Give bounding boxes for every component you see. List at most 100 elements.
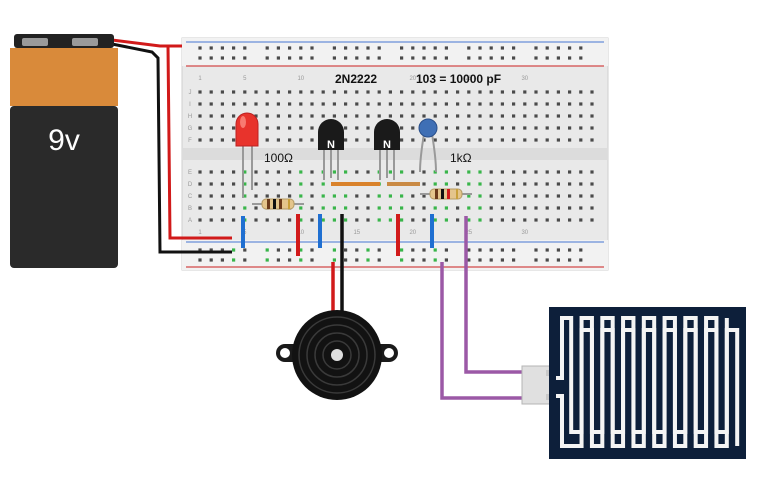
breadboard-hole (310, 248, 314, 252)
breadboard-hole (411, 138, 415, 142)
breadboard-hole (512, 170, 516, 174)
breadboard-hole (556, 218, 560, 222)
battery-wires (111, 38, 232, 254)
breadboard-hole (478, 90, 482, 94)
breadboard-hole (209, 194, 213, 198)
breadboard-hole (299, 114, 303, 118)
breadboard-hole (478, 258, 482, 262)
breadboard-hole (523, 182, 527, 186)
breadboard-hole (288, 102, 292, 106)
breadboard-hole (500, 126, 504, 130)
breadboard-hole (556, 258, 560, 262)
breadboard-hole (478, 114, 482, 118)
breadboard-hole (299, 102, 303, 106)
breadboard-hole (400, 114, 404, 118)
breadboard-hole (400, 102, 404, 106)
breadboard-hole (467, 248, 471, 252)
breadboard-hole (400, 46, 404, 50)
breadboard-hole (411, 90, 415, 94)
breadboard-hole (534, 46, 538, 50)
breadboard-hole (388, 114, 392, 118)
column-number: 10 (297, 76, 304, 82)
breadboard-hole (310, 182, 314, 186)
breadboard-hole (276, 248, 280, 252)
breadboard-hole (534, 218, 538, 222)
breadboard-hole (220, 194, 224, 198)
breadboard-hole (344, 138, 348, 142)
resistor-100-ohm (252, 198, 304, 210)
breadboard-hole (355, 90, 359, 94)
row-letter: D (188, 182, 193, 188)
breadboard-hole (523, 170, 527, 174)
breadboard-hole (512, 114, 516, 118)
breadboard-hole (478, 102, 482, 106)
breadboard-hole (545, 46, 549, 50)
breadboard-hole (299, 218, 303, 222)
breadboard-hole (344, 56, 348, 60)
breadboard-hole (500, 248, 504, 252)
breadboard-hole (299, 126, 303, 130)
breadboard-hole (489, 90, 493, 94)
breadboard-hole (579, 114, 583, 118)
breadboard-hole (198, 126, 202, 130)
breadboard-hole (478, 206, 482, 210)
breadboard-hole (355, 56, 359, 60)
breadboard-hole (388, 90, 392, 94)
breadboard-hole (534, 206, 538, 210)
breadboard-hole (288, 114, 292, 118)
breadboard-hole (433, 138, 437, 142)
breadboard-hole (288, 194, 292, 198)
breadboard-hole (276, 102, 280, 106)
breadboard-hole (556, 182, 560, 186)
breadboard-hole (344, 170, 348, 174)
breadboard-hole (489, 218, 493, 222)
breadboard-hole (433, 258, 437, 262)
breadboard-hole (590, 138, 594, 142)
breadboard-hole (444, 126, 448, 130)
breadboard-hole (456, 126, 460, 130)
breadboard-hole (590, 182, 594, 186)
breadboard-hole (220, 182, 224, 186)
rain-sensor (521, 307, 746, 459)
breadboard-hole (310, 90, 314, 94)
breadboard-hole (377, 102, 381, 106)
breadboard-hole (523, 126, 527, 130)
breadboard-hole (579, 126, 583, 130)
breadboard-hole (590, 218, 594, 222)
breadboard-hole (265, 258, 269, 262)
breadboard-hole (489, 258, 493, 262)
row-letter: F (188, 138, 192, 144)
breadboard-hole (288, 170, 292, 174)
breadboard-hole (232, 194, 236, 198)
breadboard-hole (344, 114, 348, 118)
transistor-1-n-mark: N (327, 139, 335, 151)
breadboard-hole (366, 218, 370, 222)
breadboard-hole (209, 206, 213, 210)
breadboard-hole (332, 90, 336, 94)
breadboard-hole (556, 248, 560, 252)
breadboard-hole (456, 182, 460, 186)
breadboard-hole (243, 248, 247, 252)
breadboard-hole (500, 194, 504, 198)
breadboard-hole (209, 46, 213, 50)
breadboard-hole (579, 206, 583, 210)
column-numbers: 115510101515202025253030 (198, 76, 528, 236)
resistor-1k-ohm (420, 188, 472, 200)
breadboard-hole (366, 56, 370, 60)
breadboard-hole (456, 218, 460, 222)
breadboard-hole (579, 138, 583, 142)
breadboard-hole (265, 102, 269, 106)
breadboard-hole (198, 138, 202, 142)
breadboard-hole (422, 102, 426, 106)
breadboard-hole (556, 206, 560, 210)
battery-terminal-right (72, 38, 98, 46)
breadboard-hole (321, 102, 325, 106)
breadboard-hole (444, 90, 448, 94)
breadboard-hole (579, 90, 583, 94)
breadboard-hole (456, 206, 460, 210)
breadboard-hole (500, 102, 504, 106)
breadboard-hole (534, 138, 538, 142)
column-number: 10 (297, 230, 304, 236)
breadboard-hole (265, 248, 269, 252)
breadboard-hole (422, 182, 426, 186)
